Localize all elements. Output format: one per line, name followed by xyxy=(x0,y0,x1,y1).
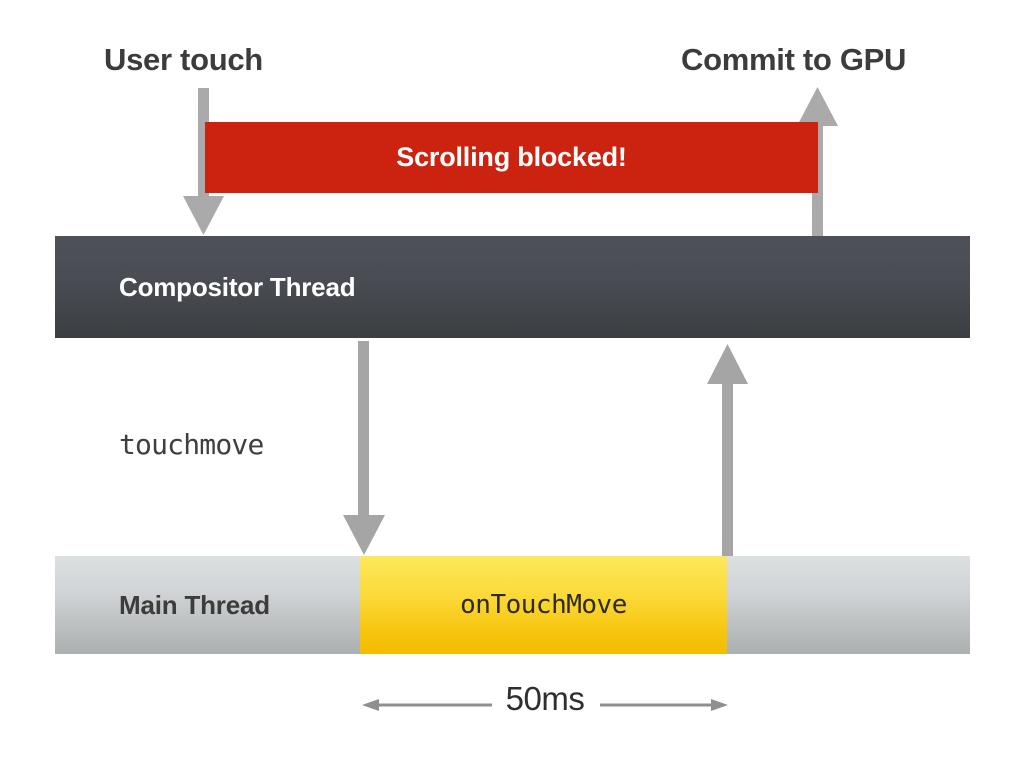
user-touch-label: User touch xyxy=(104,42,263,77)
handler-return-up-arrow xyxy=(707,344,748,558)
on-touch-move-task-block: onTouchMove xyxy=(360,556,727,654)
touchmove-event-label: touchmove xyxy=(119,428,264,461)
scrolling-blocked-banner: Scrolling blocked! xyxy=(205,122,818,193)
commit-to-gpu-label: Commit to GPU xyxy=(681,42,907,77)
compositor-thread-lane: Compositor Thread xyxy=(55,236,970,338)
duration-measure: 50ms xyxy=(360,680,730,728)
touchmove-down-arrow xyxy=(343,341,385,555)
duration-measure-arrows xyxy=(362,699,728,711)
main-thread-label: Main Thread xyxy=(119,589,270,620)
scrolling-blocked-text: Scrolling blocked! xyxy=(396,142,627,172)
duration-value-label: 50ms xyxy=(505,680,585,717)
user-touch-down-arrow xyxy=(183,88,224,235)
compositor-thread-label: Compositor Thread xyxy=(119,271,356,302)
on-touch-move-task-label: onTouchMove xyxy=(460,590,627,620)
